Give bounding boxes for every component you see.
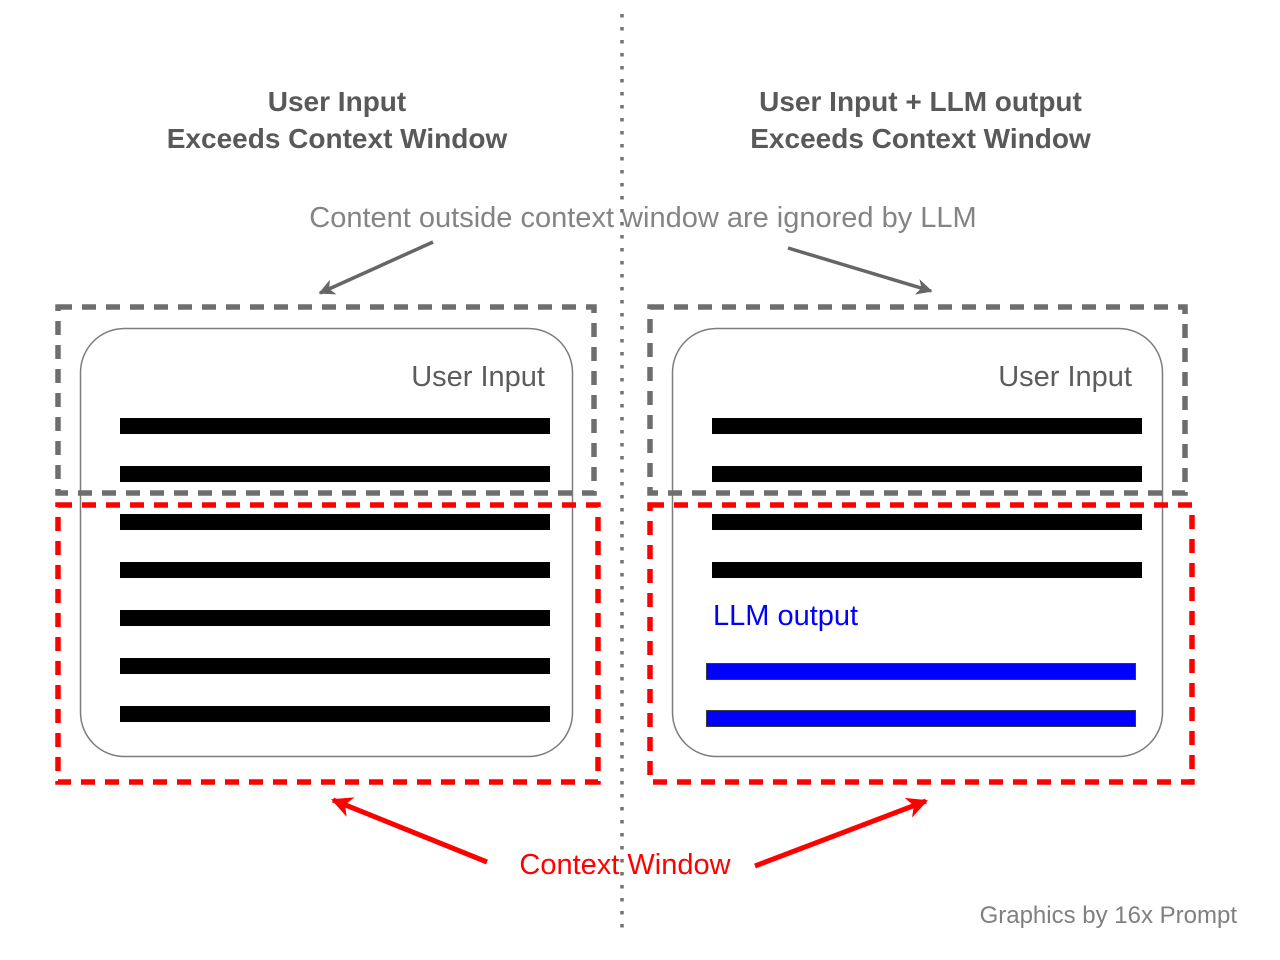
llm-output-label: LLM output [713,600,859,632]
right-panel-title-line2: Exceeds Context Window [750,123,1091,154]
user-input-label-right: User Input [998,361,1132,393]
outside-context-annotation: Content outside context window are ignor… [309,202,977,234]
right-panel-title: User Input + LLM output Exceeds Context … [627,83,1214,157]
gray-arrow-left-icon [318,240,434,295]
context-window-dashed-box-left [55,502,601,785]
user-input-label-left: User Input [411,361,545,393]
document-box-right [671,327,1164,758]
gray-arrow-right-icon [787,246,933,295]
context-window-dashed-box-right [647,502,1195,785]
outside-context-dashed-box-left [55,304,597,496]
outside-context-dashed-box-right [647,304,1188,496]
left-panel-title-line1: User Input [267,86,407,117]
left-panel-title-line2: Exceeds Context Window [166,123,508,154]
document-box-left [79,327,574,758]
red-arrow-left-icon [331,797,488,865]
right-panel-title-line1: User Input + LLM output [759,86,1082,117]
context-window-label: Context Window [519,849,731,881]
left-panel-title: User Input Exceeds Context Window [40,83,634,157]
credit-label: Graphics by 16x Prompt [979,902,1237,929]
red-arrow-right-icon [754,797,928,869]
